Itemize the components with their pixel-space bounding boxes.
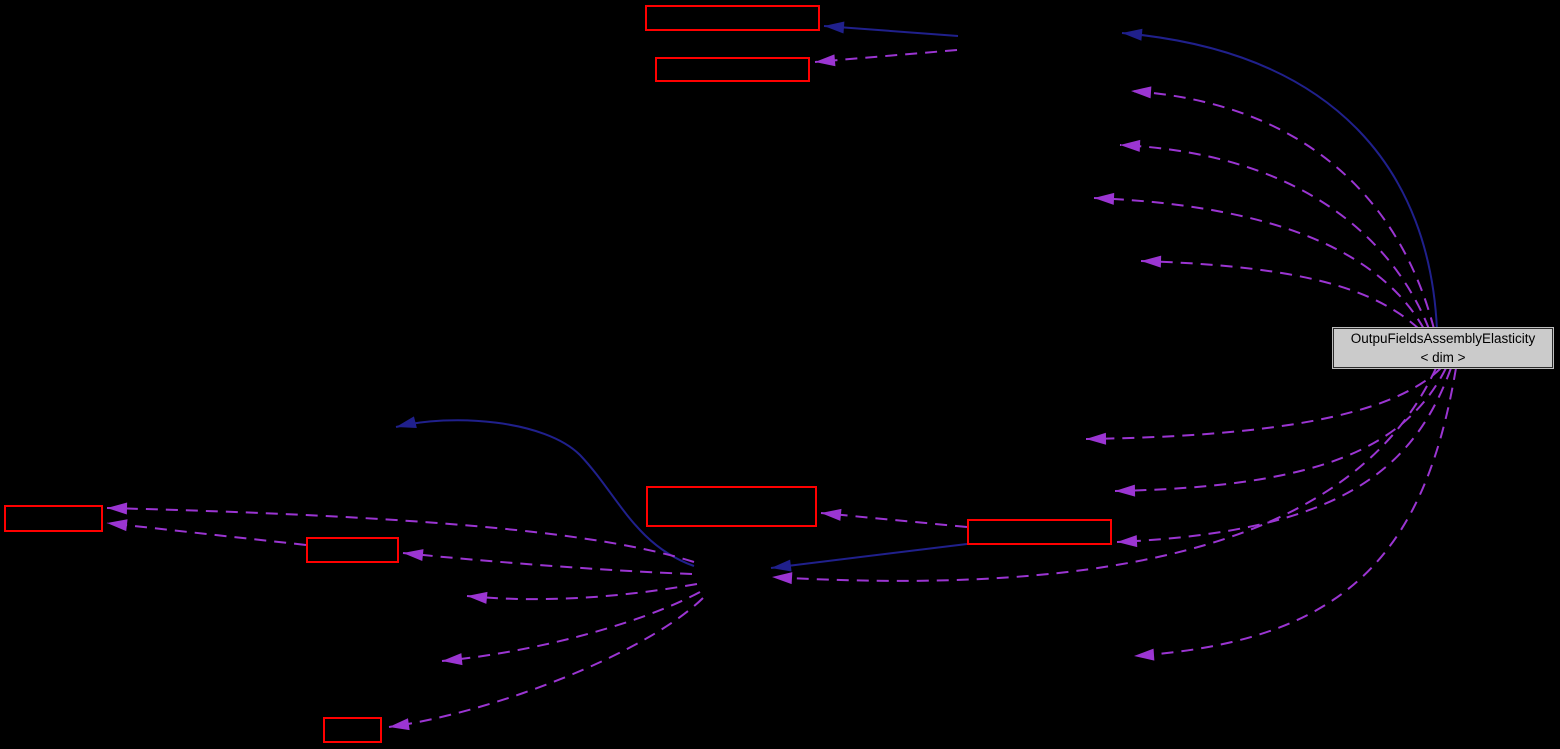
inheritance-edge-hidden-to-top-1 [823,21,959,37]
class-node-center-right[interactable] [967,519,1112,545]
usage-edge-hub-to-hidden-bottom-1 [466,583,698,604]
usage-edge-main-bottom-1 [1085,367,1442,445]
current-class-node: OutpuFieldsAssemblyElasticity < dim > [1333,328,1553,368]
usage-edge-main-top-2 [1119,139,1430,330]
usage-edge-main-to-center-right [1116,367,1452,548]
class-node-bottom[interactable] [323,717,382,743]
usage-edge-main-top-4 [1140,255,1420,330]
class-node-mid-left[interactable] [306,537,399,563]
class-node-top-1[interactable] [645,5,820,31]
usage-edge-main-top-3 [1093,192,1425,330]
class-node-center[interactable] [646,486,817,527]
class-node-left[interactable] [4,505,103,532]
usage-edge-main-top-1 [1130,86,1435,330]
current-class-name: OutpuFieldsAssemblyElasticity [1350,331,1536,346]
usage-edge-main-bottom-2 [1114,367,1447,497]
class-node-top-2[interactable] [655,57,810,82]
usage-edge-main-bottom-5 [1133,367,1457,661]
usage-edge-mid-left-to-left [106,519,307,546]
usage-edge-hub-to-hidden-bottom-2 [441,591,701,666]
usage-edge-main-to-hidden-hub [771,367,1437,585]
usage-edge-hub-to-bottom [388,597,704,731]
usage-edge-hub-to-mid-left [402,549,693,575]
usage-edge-center-right-to-center [820,508,968,528]
inheritance-edge-center-right-to-hub [770,543,968,572]
usage-edge-hidden-to-top-2 [814,49,958,67]
inheritance-edge-hub-to-hidden-left [395,416,695,567]
inheritance-edge-main-to-hidden-top [1121,28,1438,331]
usage-edge-hub-to-left [106,502,695,563]
current-class-template-param: < dim > [1420,350,1466,365]
